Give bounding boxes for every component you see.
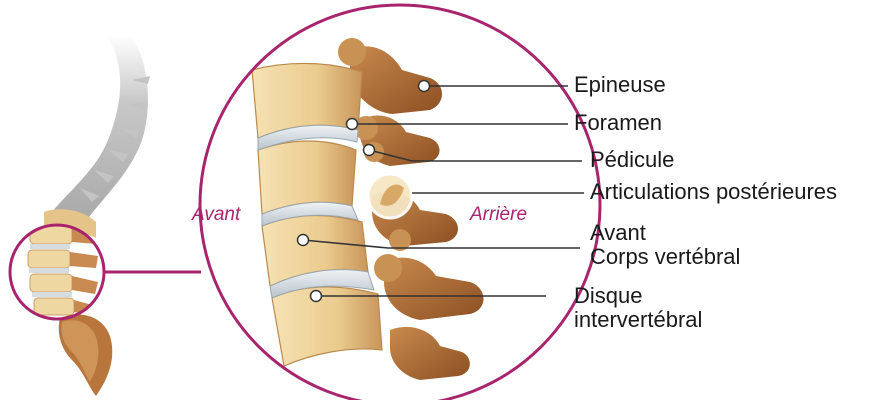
side-label-back: Arrière bbox=[470, 204, 527, 226]
label-disque: Disque bbox=[574, 284, 642, 308]
label-corps-vertebral: Corps vertébral bbox=[590, 245, 740, 269]
label-corps-avant: Avant bbox=[590, 221, 646, 245]
label-intervertebral: intervertébral bbox=[574, 308, 702, 332]
label-epineuse: Epineuse bbox=[574, 73, 666, 97]
label-pedicule: Pédicule bbox=[590, 148, 674, 172]
label-articulations: Articulations postérieures bbox=[590, 180, 837, 204]
spine-silhouette-icon bbox=[0, 36, 150, 396]
label-foramen: Foramen bbox=[574, 111, 662, 135]
side-label-front: Avant bbox=[192, 204, 240, 226]
